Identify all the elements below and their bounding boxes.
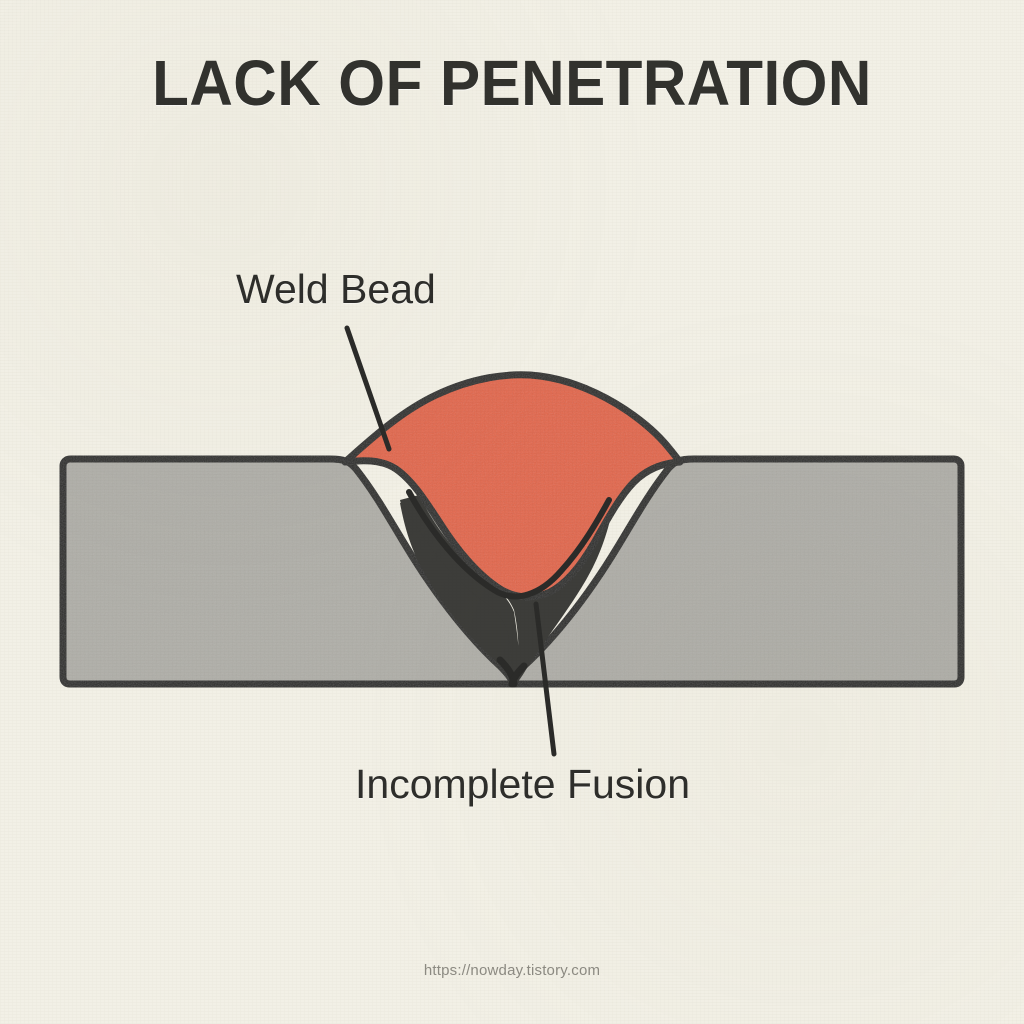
weld-bead-leader-line xyxy=(344,325,392,452)
left-base-plate xyxy=(59,455,517,688)
weld-bead-label: Weld Bead xyxy=(236,266,436,312)
weld-bead xyxy=(341,371,684,601)
bead-void-boundary xyxy=(406,489,612,600)
page-title: LACK OF PENETRATION xyxy=(152,47,872,119)
incomplete-fusion-body xyxy=(400,503,513,684)
incomplete-fusion-label: Incomplete Fusion xyxy=(355,761,691,807)
watermark-url: https://nowday.tistory.com xyxy=(423,962,601,979)
root-gap-outline-right xyxy=(508,662,528,688)
incomplete-fusion-leader-line xyxy=(533,601,557,757)
